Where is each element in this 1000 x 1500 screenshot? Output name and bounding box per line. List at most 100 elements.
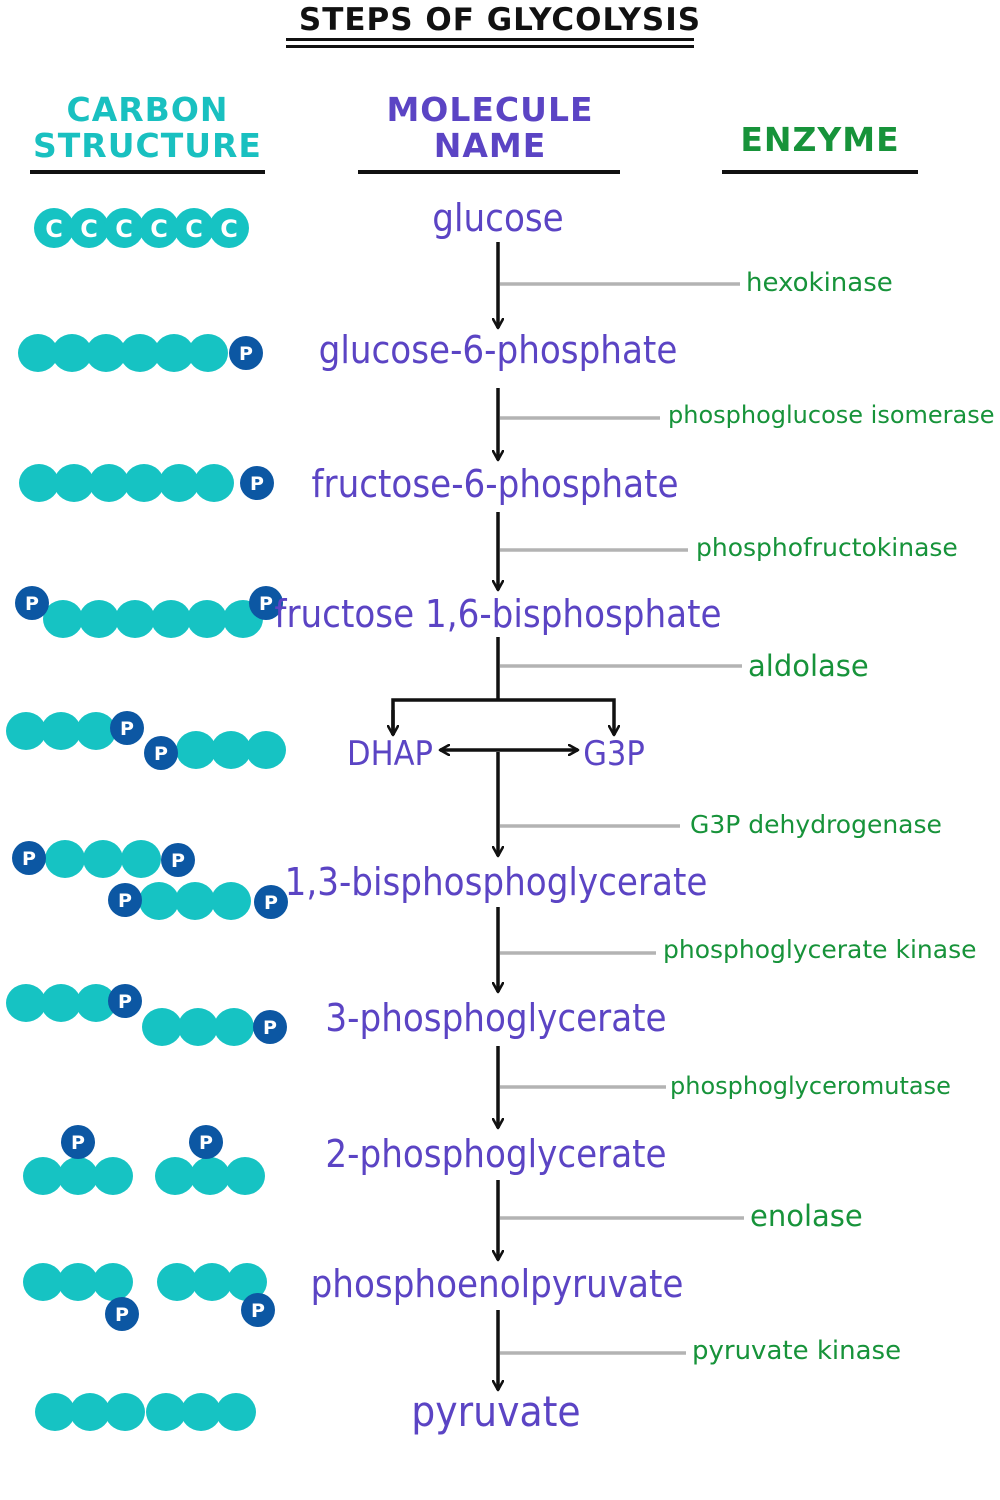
enzyme-header: ENZYME xyxy=(740,120,900,159)
molecule-pyruvate: pyruvate xyxy=(411,1387,581,1436)
phosphate-label: P xyxy=(154,743,168,765)
enzyme-phosphofructokinase: phosphofructokinase xyxy=(696,533,958,562)
molecule-1-3-bisphosphoglycerate: 1,3-bisphosphoglycerate xyxy=(284,860,708,904)
molecule-glucose: glucose xyxy=(432,196,564,240)
phosphate-group xyxy=(161,843,195,877)
enzyme-connectors xyxy=(500,282,744,1355)
carbon-atom xyxy=(120,334,160,372)
phosphate-group xyxy=(108,984,142,1018)
carbon-atom xyxy=(216,1393,256,1431)
carbon-atom xyxy=(43,600,83,638)
carbon-label: C xyxy=(45,215,63,243)
phosphate-label: P xyxy=(259,593,273,615)
carbon-atom xyxy=(194,464,234,502)
carbon-atom xyxy=(6,984,46,1022)
enzyme-aldolase: aldolase xyxy=(748,649,869,683)
carbon-structure-pyruvate xyxy=(35,1393,256,1431)
carbon-atom xyxy=(178,1008,218,1046)
enzyme-phosphoglycerate-kinase: phosphoglycerate kinase xyxy=(663,935,977,964)
title-underline-bottom xyxy=(286,45,694,48)
phosphate-label: P xyxy=(250,473,264,495)
carbon-header-line1: CARBON xyxy=(66,90,229,129)
carbon-atom xyxy=(246,731,286,769)
aldolase-split xyxy=(391,698,614,735)
carbon-atom xyxy=(159,464,199,502)
carbon-atom xyxy=(104,208,144,248)
carbon-atom xyxy=(35,1393,75,1431)
phosphate-label: P xyxy=(22,848,36,870)
phosphate-label: P xyxy=(120,718,134,740)
phosphate-group xyxy=(254,885,288,919)
carbon-atom xyxy=(124,464,164,502)
carbon-atom xyxy=(115,600,155,638)
carbon-atom xyxy=(225,1157,265,1195)
phosphate-label: P xyxy=(263,1017,277,1039)
carbon-atom xyxy=(70,1393,110,1431)
carbon-atom xyxy=(155,1157,195,1195)
carbon-atom xyxy=(45,840,85,878)
carbon-atom xyxy=(181,1393,221,1431)
carbon-atom xyxy=(41,984,81,1022)
carbon-label: C xyxy=(220,215,238,243)
phosphate-group xyxy=(253,1010,287,1044)
carbon-atom xyxy=(139,208,179,248)
carbon-atom xyxy=(83,840,123,878)
molecule-header-line2: NAME xyxy=(433,126,547,165)
carbon-structure-fructose-6-phosphate: P xyxy=(19,464,274,502)
carbon-header-rule xyxy=(30,170,265,174)
carbon-atom xyxy=(76,712,116,750)
carbon-atom xyxy=(69,208,109,248)
molecule-name-header: MOLECULE NAME xyxy=(360,92,620,164)
carbon-atom xyxy=(58,1157,98,1195)
phosphate-group xyxy=(240,466,274,500)
enzyme-phosphoglucose-isomerase: phosphoglucose isomerase xyxy=(668,401,995,429)
molecule-3-phosphoglycerate: 3-phosphoglycerate xyxy=(325,996,667,1040)
carbon-atom xyxy=(190,1157,230,1195)
carbon-atom xyxy=(146,1393,186,1431)
enzyme-hexokinase: hexokinase xyxy=(746,268,893,298)
phosphate-group xyxy=(241,1293,275,1327)
carbon-atom xyxy=(34,208,74,248)
carbon-atom xyxy=(52,334,92,372)
phosphate-label: P xyxy=(25,593,39,615)
carbon-atom xyxy=(93,1157,133,1195)
carbon-atom xyxy=(187,600,227,638)
enzyme-phosphoglyceromutase: phosphoglyceromutase xyxy=(670,1072,951,1100)
phosphate-group xyxy=(144,736,178,770)
carbon-atom xyxy=(174,208,214,248)
carbon-atom xyxy=(89,464,129,502)
phosphate-group xyxy=(249,586,283,620)
carbon-label: C xyxy=(80,215,98,243)
carbon-atom xyxy=(209,208,249,248)
diagram-title: STEPS OF GLYCOLYSIS xyxy=(298,2,702,38)
carbon-atom xyxy=(23,1157,63,1195)
carbon-structure-dhap-g3p: PP xyxy=(6,711,286,770)
carbon-atom xyxy=(76,984,116,1022)
phosphate-label: P xyxy=(171,850,185,872)
molecule-g3p: G3P xyxy=(583,734,645,774)
carbon-atom xyxy=(121,840,161,878)
carbon-label: C xyxy=(185,215,203,243)
carbon-atom xyxy=(154,334,194,372)
phosphate-label: P xyxy=(239,343,253,365)
carbon-label: C xyxy=(150,215,168,243)
molecule-phosphoenolpyruvate: phosphoenolpyruvate xyxy=(310,1262,684,1306)
carbon-atom xyxy=(151,600,191,638)
phosphate-label: P xyxy=(118,991,132,1013)
carbon-atom xyxy=(139,882,179,920)
carbon-atom xyxy=(227,1263,267,1301)
carbon-structure-header: CARBON STRUCTURE xyxy=(20,92,275,164)
carbon-atom xyxy=(188,334,228,372)
phosphate-group xyxy=(110,711,144,745)
carbon-atom xyxy=(58,1263,98,1301)
carbon-atom xyxy=(54,464,94,502)
carbon-atom xyxy=(79,600,119,638)
phosphate-label: P xyxy=(118,890,132,912)
carbon-atom xyxy=(192,1263,232,1301)
phosphate-group xyxy=(15,586,49,620)
carbon-atom xyxy=(211,731,251,769)
